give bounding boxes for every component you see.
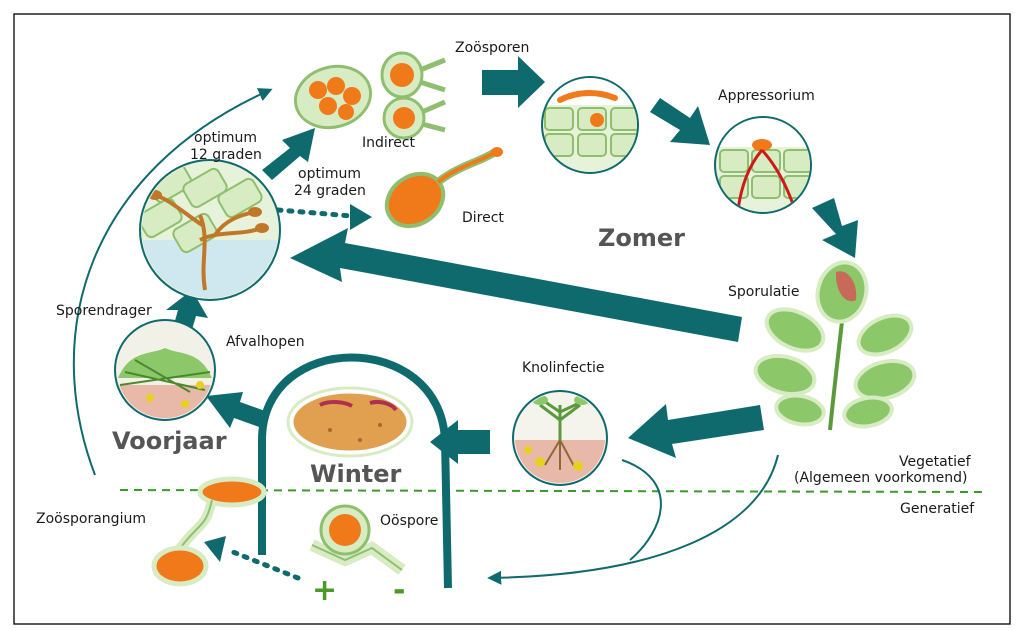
direct-germination-illustration (384, 147, 503, 229)
arrow-infection-to-appressorium (650, 98, 710, 145)
label-zoosporangium: Zoösporangium (36, 511, 146, 527)
arrow-sporulation-to-sporangiophore (290, 228, 742, 342)
sporangiophore-circle (139, 159, 281, 301)
waste-heap-circle (114, 319, 216, 421)
indirect-sporangium-illustration (293, 51, 446, 140)
label-optimum-24-line2: 24 graden (294, 183, 366, 199)
return-to-zoospores-arrow (72, 88, 273, 476)
label-indirect: Indirect (362, 135, 416, 151)
label-oospore: Oöspore (380, 513, 438, 529)
leaf-to-oospore-arrow (487, 454, 779, 585)
mating-type-minus: - (393, 573, 405, 608)
arrow-winter-to-waste (206, 392, 268, 428)
label-zoosporen: Zoösporen (455, 40, 529, 56)
winter-arch (258, 353, 452, 589)
label-algemeen-voorkomend: (Algemeen voorkomend) (794, 470, 967, 486)
tuber-to-oospore-arrow (621, 459, 662, 561)
dotted-arrow-to-zoosporangium (225, 547, 301, 581)
label-direct: Direct (462, 210, 504, 226)
zoospore-infection-circle (541, 76, 639, 174)
oospore-illustration (309, 504, 406, 575)
season-voorjaar: Voorjaar (112, 427, 227, 455)
label-appressorium: Appressorium (718, 88, 815, 104)
label-knolinfectie: Knolinfectie (522, 360, 605, 376)
potato-leaf-illustration (753, 260, 917, 431)
appressorium-circle (714, 116, 812, 214)
arrow-zoospores-to-infection (482, 56, 545, 108)
frame (13, 13, 1011, 625)
label-afvalhopen: Afvalhopen (226, 334, 305, 350)
tuber-infection-circle (512, 390, 608, 486)
season-winter: Winter (310, 460, 402, 488)
label-generatief: Generatief (900, 501, 975, 517)
dotted-arrow-head-direct (350, 204, 372, 230)
arrow-tuber-to-winter (430, 420, 490, 464)
dotted-arrow-head-zoosporangium (204, 536, 226, 562)
season-zomer: Zomer (598, 224, 685, 252)
mating-type-plus: + (312, 573, 337, 608)
label-optimum-24-line1: optimum (298, 166, 361, 182)
label-optimum-12-line2: 12 graden (190, 147, 262, 163)
label-sporulatie: Sporulatie (728, 284, 799, 300)
label-optimum-12-line1: optimum (194, 130, 257, 146)
arrow-appressorium-to-sporulation (812, 198, 858, 258)
label-vegetatief: Vegetatief (899, 454, 972, 470)
dotted-arrow-to-direct (275, 207, 355, 219)
zoosporangium-illustration (151, 476, 267, 587)
arrow-sporangiophore-to-indirect (262, 128, 315, 180)
potato-illustration (286, 386, 414, 458)
arrow-leaf-to-tuber (628, 404, 764, 458)
label-sporendrager: Sporendrager (56, 303, 152, 319)
